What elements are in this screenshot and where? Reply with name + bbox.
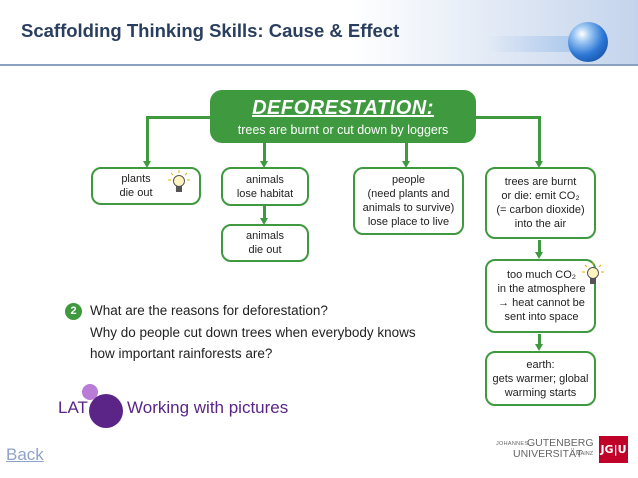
animals-die-line-2: die out [248,244,282,256]
deforestation-subtitle: trees are burnt or cut down by loggers [237,123,449,137]
people-line-1: people [391,174,426,186]
connector-line [476,116,540,119]
connector-line [146,116,149,162]
deforestation-box: DEFORESTATION: trees are burnt or cut do… [210,90,476,143]
lat-label: Working with pictures [127,398,289,417]
university-name-small: JOHANNES [496,441,529,447]
trees-line-3: (= carbon dioxide) [496,204,585,216]
trees-line-1: trees are burnt [504,176,577,188]
header-bar: Scaffolding Thinking Skills: Cause & Eff… [0,0,638,66]
animals-line-1: animals [246,173,284,186]
connector-line [263,143,266,162]
connector-line [538,334,541,344]
university-name-bottom: UNIVERSITÄT [513,448,583,460]
trees-line-4: into the air [514,218,567,230]
deforestation-title: DEFORESTATION: [252,97,434,119]
arrow-down-icon [535,252,543,259]
jgu-logo: JG|U [599,436,628,463]
co2-line-2: in the atmosphere [497,283,586,295]
connector-line [538,116,541,162]
plants-line-1: plants [121,173,151,185]
page-title: Scaffolding Thinking Skills: Cause & Eff… [21,20,400,41]
people-line-4: lose place to live [367,216,450,228]
arrow-down-icon [260,218,268,225]
co2-line-3: → heat cannot be [498,297,585,309]
lat-prefix: LAT [58,398,88,417]
connector-line [538,240,541,252]
question-line-1: What are the reasons for deforestation? [90,303,328,318]
arrow-down-icon [260,161,268,168]
people-box: people (need plants and animals to survi… [353,167,464,235]
co2-line-4: sent into space [504,311,579,323]
question-number-badge: 2 [65,303,82,320]
earth-line-1: earth: [526,358,555,371]
connector-line [405,143,408,162]
animals-habitat-box: animals lose habitat [221,167,309,206]
lat-logo-circle [89,394,123,428]
animals-die-line-1: animals [246,230,284,242]
lat-logo-dot [82,384,98,400]
earth-warmer-box: earth: gets warmer; global warming start… [485,351,596,406]
lightbulb-icon [168,170,190,192]
trees-burnt-box: trees are burnt or die: emit CO₂ (= carb… [485,167,596,239]
earth-line-3: warming starts [504,386,577,399]
question-line-3: how important rainforests are? [90,346,273,361]
people-line-3: animals to survive) [362,202,455,214]
co2-atmosphere-box: too much CO₂ in the atmosphere → heat ca… [485,259,596,333]
header-divider [0,64,638,66]
question-line-2: Why do people cut down trees when everyb… [90,325,416,340]
trees-line-2: or die: emit CO₂ [501,190,580,202]
arrow-down-icon [535,161,543,168]
lightbulb-icon [582,262,604,284]
people-line-2: (need plants and [367,188,450,200]
arrow-down-icon [535,344,543,351]
co2-line-1: too much CO₂ [506,269,577,281]
university-city: MAINZ [576,451,594,457]
animals-line-2: lose habitat [236,187,294,200]
plants-line-2: die out [119,187,153,199]
decorative-sphere-icon [568,22,608,62]
earth-line-2: gets warmer; global [492,372,589,385]
university-name-top: GUTENBERG [527,437,594,449]
back-link[interactable]: Back [6,445,44,464]
plants-box: plants die out [91,167,201,205]
animals-die-box: animals die out [221,224,309,262]
arrow-down-icon [402,161,410,168]
arrow-down-icon [143,161,151,168]
connector-line [147,116,210,119]
connector-line [263,206,266,218]
